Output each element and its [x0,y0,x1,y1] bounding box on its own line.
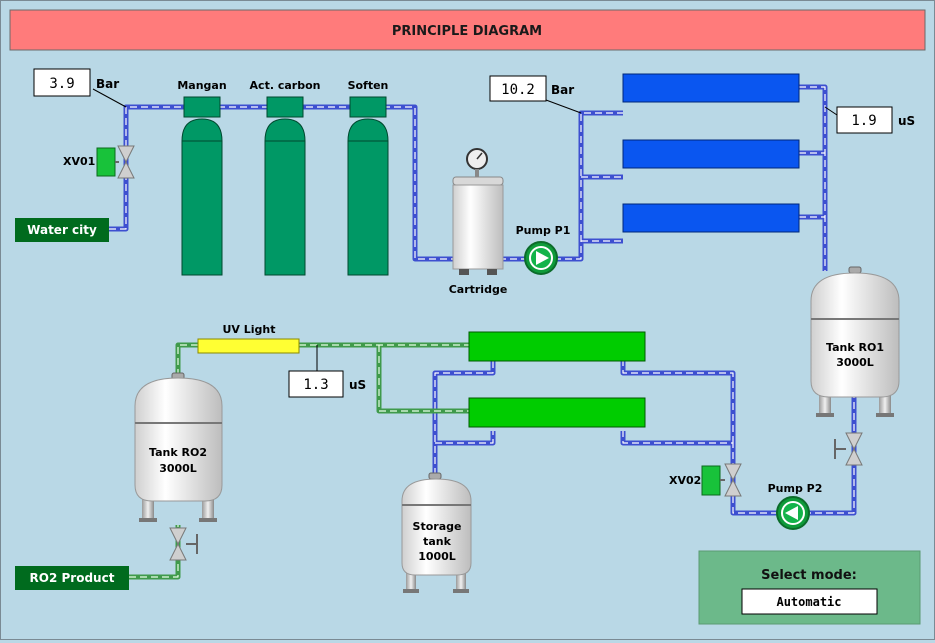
inlet-pressure-unit: Bar [96,77,119,91]
storage-tank-name-2: tank [423,535,452,548]
xv01-label: XV01 [63,155,95,168]
valve-icon [845,432,863,451]
cartridge-filter[interactable]: Cartridge [449,148,508,296]
storage-tank-capacity: 1000L [418,550,456,563]
water-city-text: Water city [27,223,97,237]
tank-ro1-name: Tank RO1 [826,341,884,354]
ro2-product-label: RO2 Product [15,566,129,590]
pump-pressure-readout: 10.2 Bar [489,75,574,102]
ro2-membrane-2[interactable] [468,397,646,428]
xv01-valve[interactable] [96,145,135,179]
mode-panel: Select mode: Automatic [698,550,921,625]
ro2-conductivity-readout: 1.3 uS [288,370,366,398]
valve-icon [724,463,742,482]
water-city-label: Water city [15,218,109,242]
filter-mangan-label: Mangan [177,79,226,92]
pump-pressure-unit: Bar [551,83,574,97]
valve-icon [117,145,135,164]
pump-p2[interactable] [776,496,810,530]
page-title: PRINCIPLE DIAGRAM [392,24,542,39]
inlet-pressure-value: 3.9 [49,76,74,92]
valve-icon [169,527,187,546]
pump-p1-label: Pump P1 [516,224,571,237]
pump-pressure-value: 10.2 [501,82,535,98]
tank-ro1[interactable]: Tank RO1 3000L [810,266,900,417]
inlet-pressure-readout: 3.9 Bar [33,68,119,97]
xv02-label: XV02 [669,474,701,487]
xv02-valve[interactable] [701,463,742,497]
play-arrow-left-icon [785,506,798,520]
pump-p1[interactable] [524,241,558,275]
header-bar: PRINCIPLE DIAGRAM [9,9,926,51]
filter-carbon-label: Act. carbon [250,79,321,92]
tank-ro2-name: Tank RO2 [149,446,207,459]
ro1-conductivity-unit: uS [898,114,915,128]
tank-ro2-capacity: 3000L [159,462,197,475]
ro1-membrane-3[interactable] [622,203,800,233]
filter-mangan[interactable]: Mangan [177,79,227,276]
mode-value: Automatic [776,595,841,609]
pump-p2-label: Pump P2 [768,482,823,495]
cartridge-label: Cartridge [449,283,508,296]
filter-soften[interactable]: Soften [347,79,389,276]
ro1-outlet-valve[interactable] [834,432,863,466]
tank-ro2[interactable]: Tank RO2 3000L [134,372,223,522]
play-arrow-icon [536,251,549,265]
storage-tank-name: Storage [413,520,462,533]
ro1-membrane-1[interactable] [622,73,800,103]
ro2-outlet-valve[interactable] [169,527,198,561]
ro1-conductivity-value: 1.9 [851,113,876,129]
mode-label: Select mode: [761,568,857,583]
ro1-conductivity-readout: 1.9 uS [836,106,915,134]
storage-tank[interactable]: Storage tank 1000L [401,472,472,593]
tank-ro1-capacity: 3000L [836,356,874,369]
ro2-product-text: RO2 Product [30,571,115,585]
filter-soften-label: Soften [348,79,389,92]
ro2-conductivity-unit: uS [349,378,366,392]
ro2-membrane-1[interactable] [468,331,646,362]
ro1-membrane-2[interactable] [622,139,800,169]
filter-act-carbon[interactable]: Act. carbon [250,79,321,276]
ro2-conductivity-value: 1.3 [303,377,328,393]
uv-light-label: UV Light [222,323,275,336]
mode-select[interactable]: Automatic [741,588,878,615]
uv-light[interactable] [197,338,300,354]
readout-leaders [92,88,838,371]
